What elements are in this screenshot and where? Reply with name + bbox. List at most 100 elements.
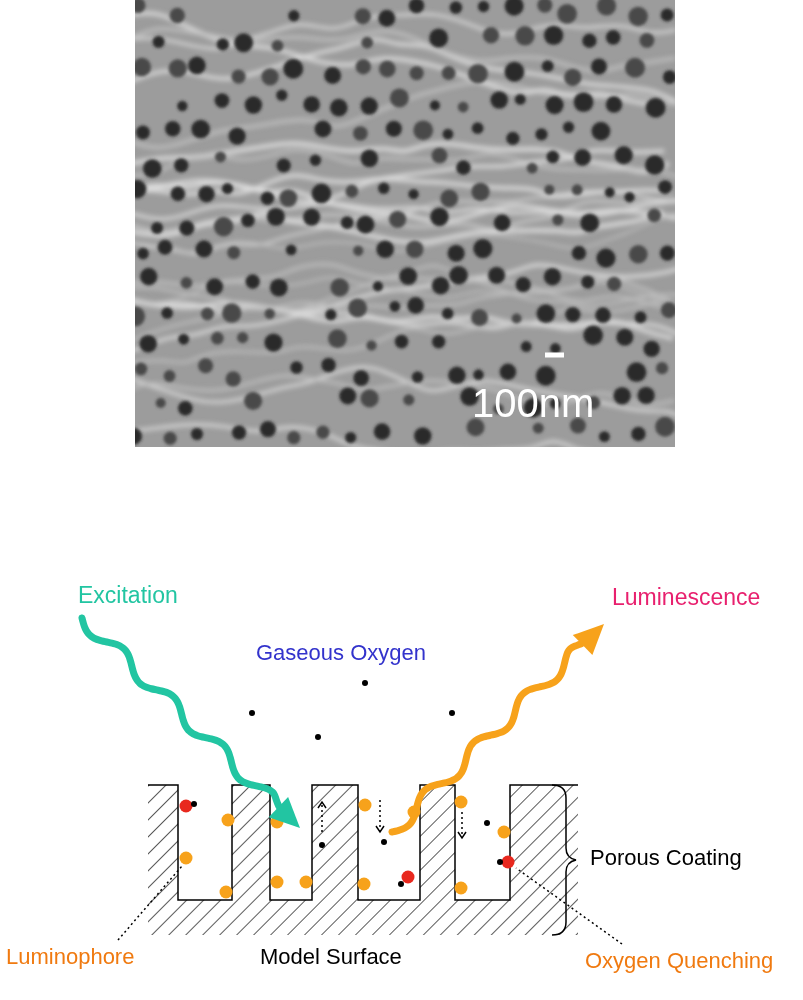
- sem-pore: [135, 363, 147, 376]
- sem-pore: [516, 277, 531, 292]
- sem-pore: [156, 398, 166, 408]
- quenched-dot: [502, 856, 515, 869]
- sem-pore: [506, 132, 519, 145]
- sem-pore: [535, 128, 547, 140]
- sem-pore: [395, 335, 409, 349]
- diffusion-arrowhead: [318, 802, 326, 808]
- sem-pore: [264, 333, 282, 351]
- sem-pore: [645, 155, 665, 175]
- sem-pore: [430, 208, 449, 227]
- sem-pore: [597, 0, 616, 16]
- excitation-wave-head: [269, 797, 300, 828]
- sem-pore: [215, 93, 230, 108]
- sem-pore: [272, 40, 284, 52]
- sem-pore: [414, 427, 432, 445]
- sem-pore: [616, 329, 633, 346]
- sem-pore: [403, 394, 414, 405]
- sem-pore: [361, 37, 373, 49]
- sem-pore: [564, 69, 581, 86]
- sem-pore: [341, 216, 354, 229]
- sem-pore: [360, 389, 378, 407]
- bracket: [552, 785, 576, 935]
- sem-pore: [324, 67, 341, 84]
- sem-pore: [137, 248, 149, 260]
- sem-pore: [409, 0, 424, 13]
- sem-pore: [288, 10, 299, 21]
- layer-label: Model Surface: [260, 944, 402, 969]
- luminophore-dot: [455, 796, 468, 809]
- sem-pore: [165, 121, 181, 137]
- sem-pore: [607, 277, 621, 291]
- sem-pore: [627, 362, 647, 382]
- sem-pore: [366, 340, 376, 350]
- sem-pore: [546, 96, 564, 114]
- sem-pore: [407, 297, 424, 314]
- sem-pore: [245, 274, 260, 289]
- sem-pore: [316, 426, 329, 439]
- sem-pore: [572, 184, 583, 195]
- leader-line: [516, 868, 622, 944]
- sem-pore: [661, 8, 674, 21]
- sem-pore: [430, 100, 440, 110]
- sem-pore: [360, 97, 377, 114]
- sem-pore: [140, 268, 158, 286]
- sem-pore: [504, 62, 524, 82]
- sem-ridge: [135, 313, 675, 352]
- sem-pore: [277, 158, 291, 172]
- sem-pore: [515, 26, 534, 45]
- sem-pore: [378, 183, 390, 195]
- sem-pore: [473, 369, 484, 380]
- sem-pore: [179, 221, 194, 236]
- sem-pore: [389, 211, 406, 228]
- sem-ridge: [135, 176, 671, 196]
- sem-pore: [261, 68, 278, 85]
- sem-pore: [515, 94, 526, 105]
- coating-schematic: [148, 785, 578, 935]
- sem-pore: [574, 92, 594, 112]
- sem-pore: [646, 98, 666, 118]
- sem-pore: [660, 246, 675, 261]
- sem-pore: [658, 180, 672, 194]
- sem-pore: [613, 387, 631, 405]
- wave-label: Excitation: [78, 582, 178, 608]
- sem-pore: [345, 185, 358, 198]
- sem-pore: [550, 343, 561, 354]
- sem-pore: [330, 278, 349, 297]
- sem-pore: [412, 371, 424, 383]
- luminophore-dot: [455, 882, 468, 895]
- sem-pore: [136, 125, 150, 139]
- sem-ridge: [135, 191, 668, 254]
- oxygen-dot: [249, 710, 255, 716]
- sem-pore: [339, 388, 356, 405]
- sem-ridge: [135, 211, 663, 242]
- sem-pore: [544, 185, 554, 195]
- sem-pore: [312, 184, 332, 204]
- oxygen-dot: [449, 710, 455, 716]
- sem-pore: [389, 301, 400, 312]
- sem-pore: [647, 209, 661, 223]
- sem-pore: [286, 244, 297, 255]
- sem-pore: [643, 341, 659, 357]
- sem-pore: [310, 155, 321, 166]
- sem-pore: [473, 239, 492, 258]
- sem-pore: [206, 278, 223, 295]
- sem-pore: [625, 58, 645, 78]
- sem-pore: [232, 425, 246, 439]
- oxygen-dot: [315, 734, 321, 740]
- sem-pore: [374, 423, 391, 440]
- sem-pore: [471, 309, 488, 326]
- sem-pore: [390, 89, 409, 108]
- sem-pore: [552, 214, 563, 225]
- sem-pore: [599, 431, 610, 442]
- sem-pore: [226, 371, 241, 386]
- sem-pore: [606, 30, 621, 45]
- sem-pore: [458, 102, 469, 113]
- sem-pore: [478, 1, 489, 12]
- sem-pore: [171, 186, 186, 201]
- sem-pore: [635, 311, 647, 323]
- sem-pore: [386, 121, 402, 137]
- sem-pore: [231, 70, 245, 84]
- sem-pore: [581, 275, 594, 288]
- coating-outline: [148, 785, 578, 900]
- sem-pore: [178, 334, 189, 345]
